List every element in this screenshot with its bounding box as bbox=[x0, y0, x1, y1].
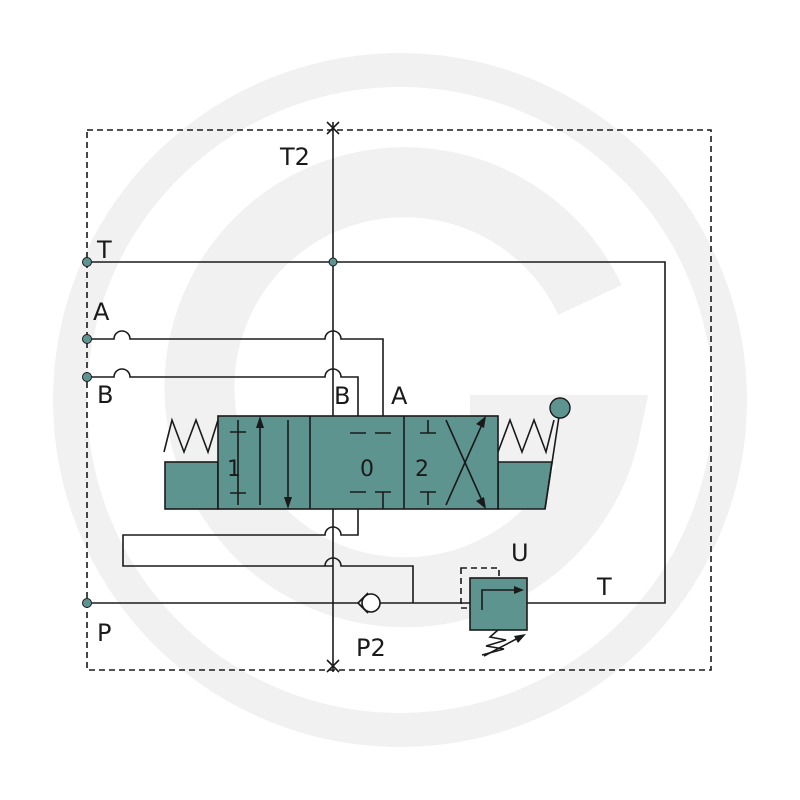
label-port-t: T bbox=[96, 236, 112, 264]
watermark-logo bbox=[53, 53, 747, 747]
position-2-symbols bbox=[420, 416, 486, 509]
position-1-symbols bbox=[230, 416, 292, 509]
junction-t2-dot bbox=[328, 257, 338, 267]
port-p-dot bbox=[82, 598, 92, 608]
t2-cross-icon bbox=[326, 121, 340, 135]
label-position-2: 2 bbox=[415, 457, 429, 482]
label-valve-b: B bbox=[334, 382, 350, 410]
port-t-dot bbox=[82, 257, 92, 267]
spring-right-icon bbox=[497, 417, 555, 455]
port-b-dot bbox=[82, 372, 92, 382]
actuator-left bbox=[164, 461, 219, 510]
label-position-1: 1 bbox=[227, 457, 241, 482]
label-port-p: P bbox=[97, 619, 111, 647]
label-valve-a: A bbox=[391, 382, 408, 410]
actuator-right bbox=[497, 461, 553, 510]
position-0-symbols bbox=[350, 432, 391, 509]
label-u: U bbox=[511, 539, 529, 567]
relief-valve-body bbox=[469, 577, 528, 631]
pilot-dashed-box bbox=[460, 567, 500, 609]
label-t2: T2 bbox=[279, 143, 310, 171]
p2-cross-icon bbox=[326, 659, 340, 673]
line-b bbox=[87, 368, 359, 433]
tank-line-t bbox=[87, 261, 666, 604]
line-valve-p-loop bbox=[324, 557, 414, 603]
spring-left-icon bbox=[163, 417, 219, 455]
dashed-boundary bbox=[86, 129, 712, 671]
label-position-0: 0 bbox=[360, 457, 374, 482]
label-port-b: B bbox=[97, 381, 113, 409]
label-p2: P2 bbox=[356, 634, 386, 662]
lever-knob-icon bbox=[549, 397, 571, 419]
label-port-a: A bbox=[93, 298, 110, 326]
port-a-dot bbox=[82, 334, 92, 344]
line-a bbox=[87, 330, 384, 433]
lever-arm bbox=[544, 409, 561, 510]
adjustable-spring-icon bbox=[481, 629, 526, 657]
check-valve-icon bbox=[357, 592, 381, 614]
line-valve-t-loop bbox=[122, 492, 359, 567]
label-port-t-right: T bbox=[596, 573, 612, 601]
relief-flow-arrow-icon bbox=[481, 589, 520, 610]
relief-arrow-head bbox=[514, 586, 524, 594]
